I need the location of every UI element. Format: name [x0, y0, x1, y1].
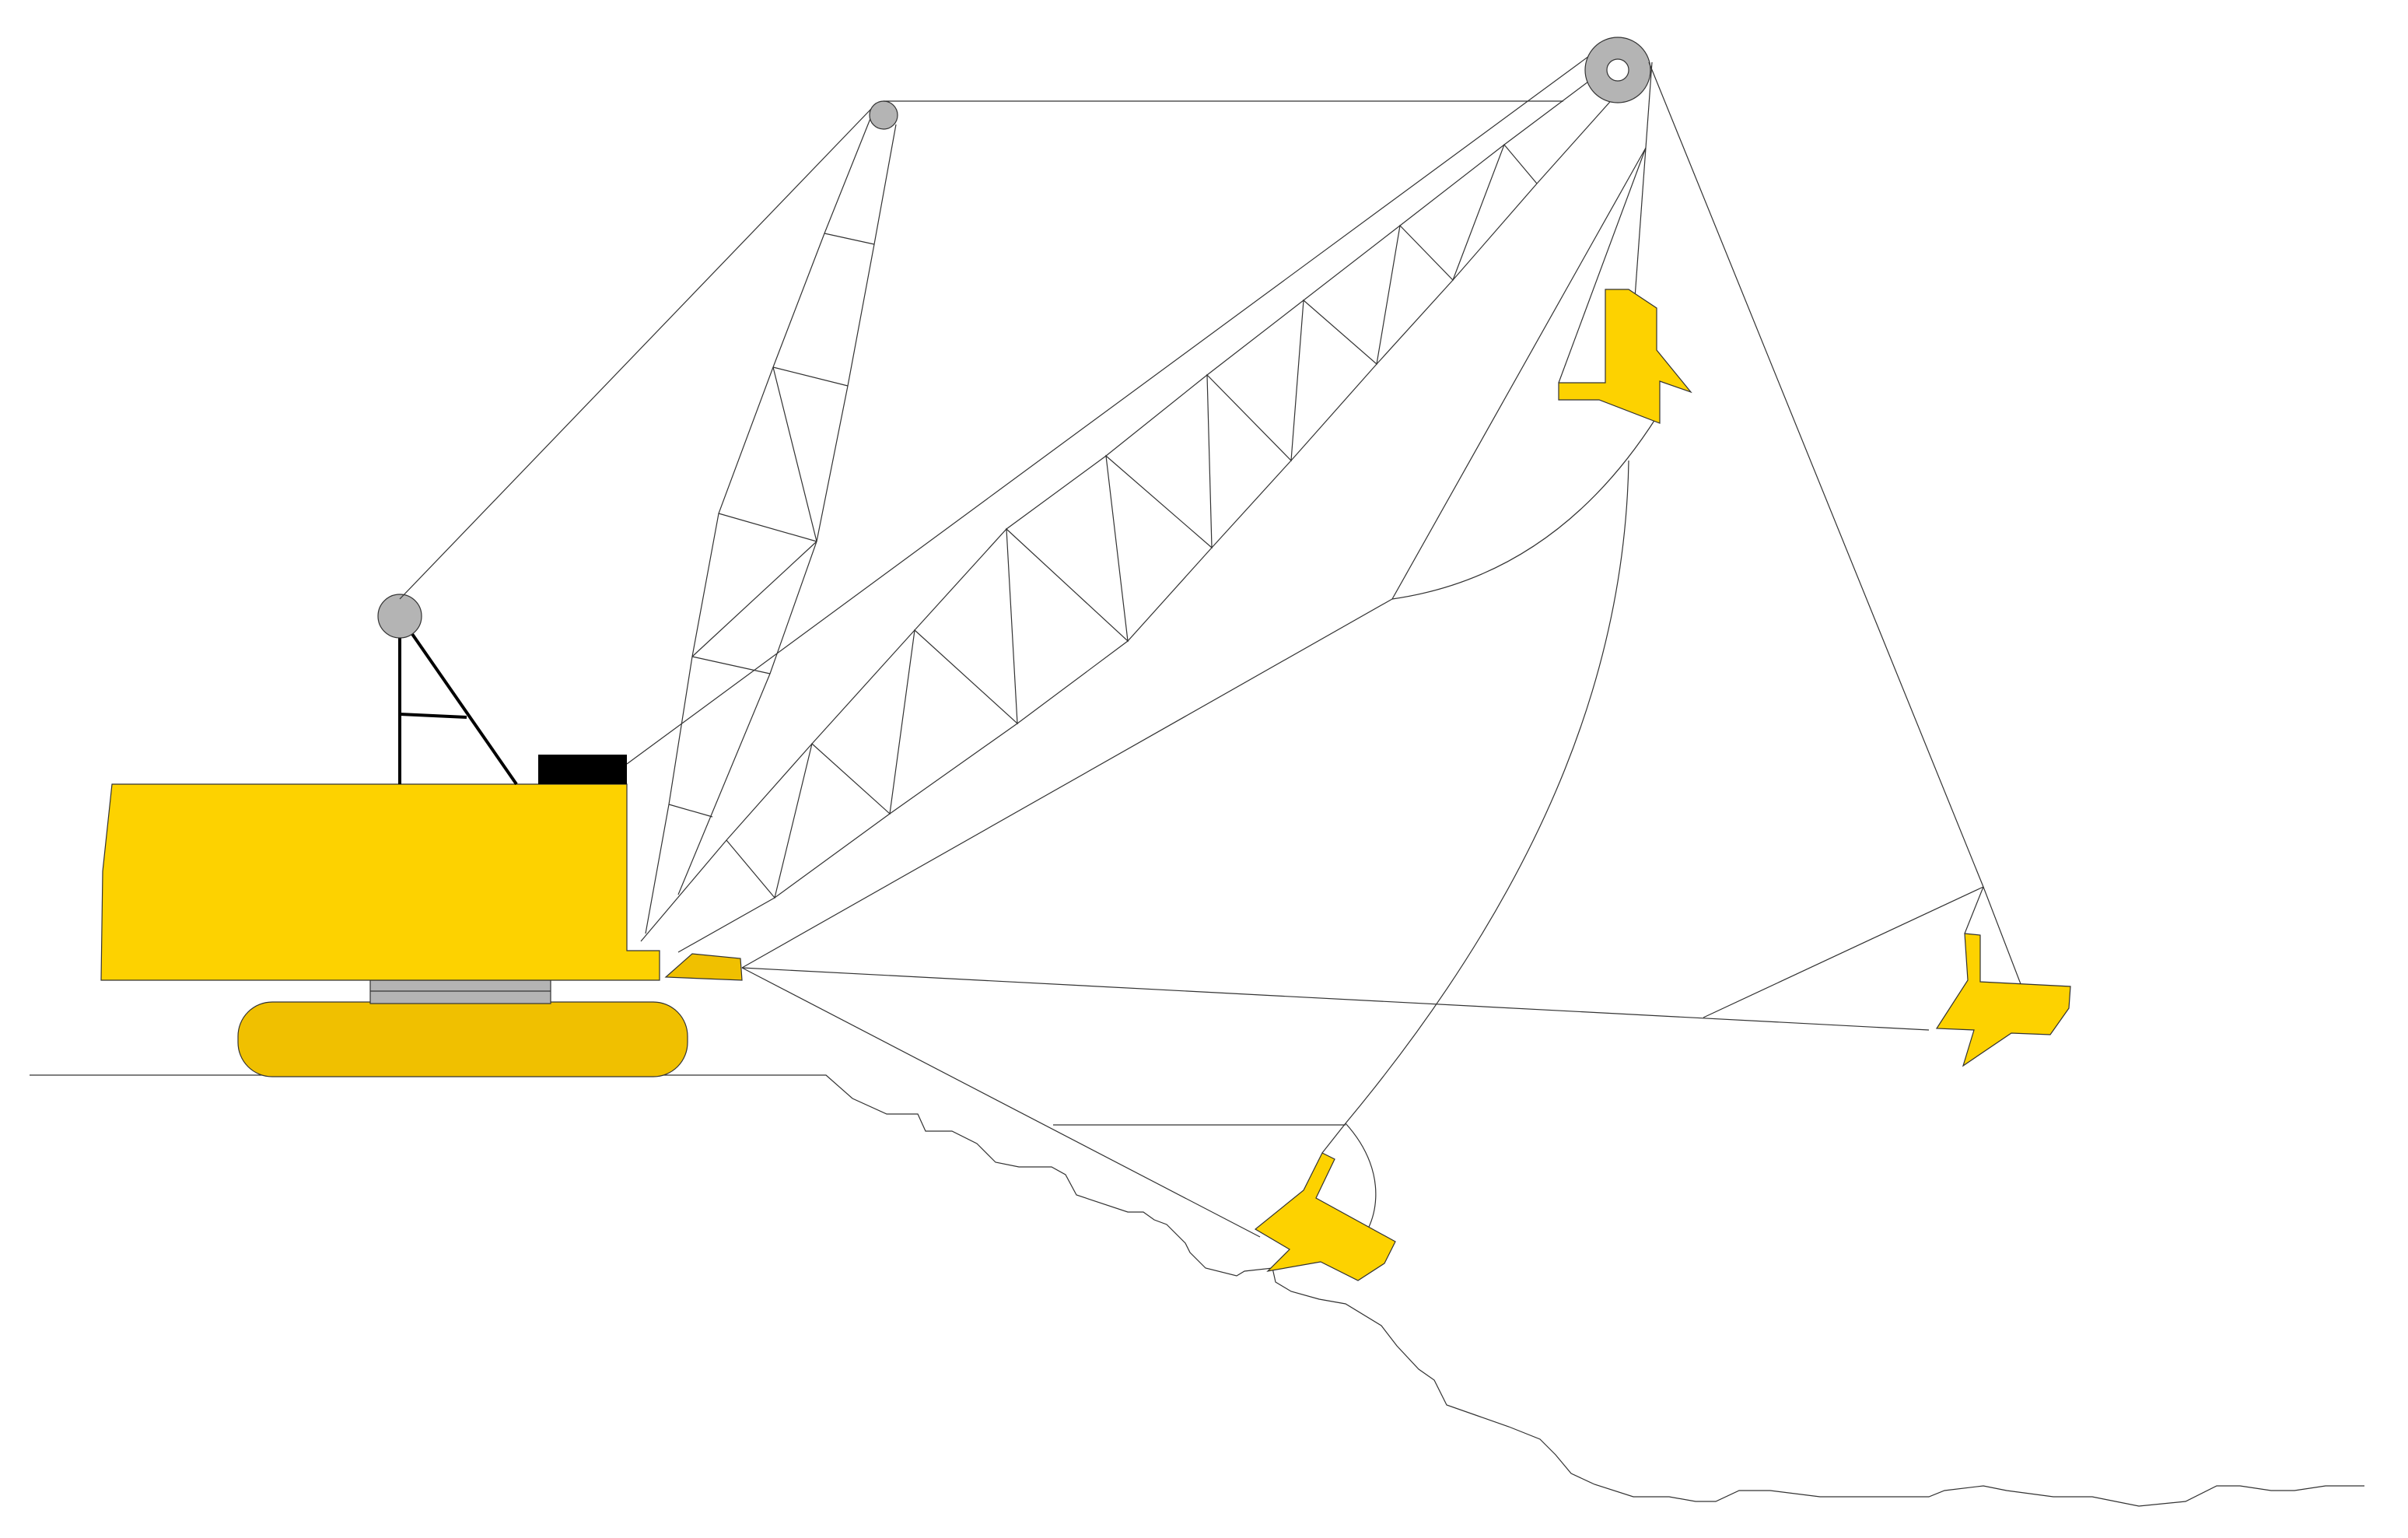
cab-box — [538, 755, 627, 784]
bucket-raised — [741, 61, 1692, 969]
mast — [645, 116, 897, 934]
crawler-track — [237, 1001, 688, 1077]
mast-pulley-icon — [869, 100, 898, 130]
machine-house — [100, 783, 660, 981]
ground-profile — [30, 1074, 2364, 1507]
boom-foot — [664, 953, 743, 981]
a-frame — [398, 615, 518, 786]
a-frame-pulley-icon — [377, 594, 422, 639]
boom — [626, 49, 1629, 953]
turntable — [369, 979, 551, 1004]
bucket-digging — [741, 460, 1629, 1281]
bucket-dumping — [741, 61, 2071, 1067]
pendant-ropes — [399, 100, 1563, 600]
boom-tip-pulley-hub — [1606, 58, 1629, 82]
